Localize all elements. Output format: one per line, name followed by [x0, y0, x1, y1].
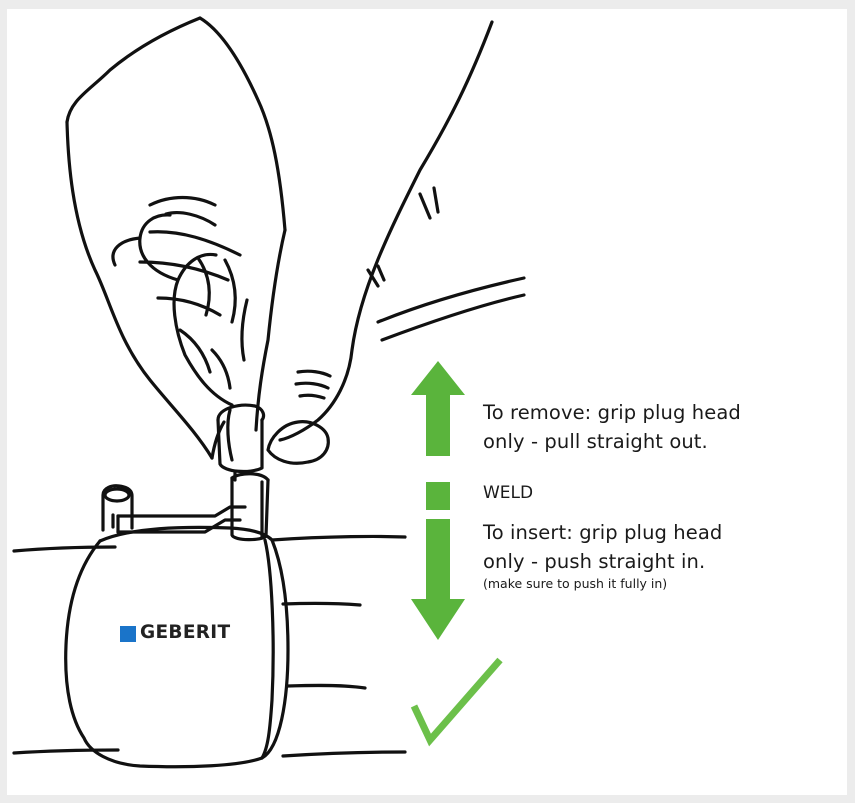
- insert-line-1: To insert: grip plug head: [483, 518, 813, 547]
- checkmark-icon: [414, 660, 500, 740]
- brand-logo: GEBERIT: [140, 622, 230, 643]
- cable: [378, 278, 524, 340]
- brand-name: GEBERIT: [140, 622, 230, 643]
- insert-instructions: To insert: grip plug head only - push st…: [483, 518, 813, 592]
- pipe-outline: [14, 536, 405, 756]
- insert-line-2: only - push straight in.: [483, 547, 813, 576]
- fitting-body: [66, 527, 288, 766]
- remove-instructions: To remove: grip plug head only - pull st…: [483, 398, 813, 456]
- geberit-logo-square: [120, 626, 136, 642]
- remove-line-2: only - pull straight out.: [483, 427, 813, 456]
- weld-label: WELD: [483, 481, 533, 505]
- double-headed-vertical-arrow: [411, 361, 465, 640]
- remove-line-1: To remove: grip plug head: [483, 398, 813, 427]
- insert-note: (make sure to push it fully in): [483, 576, 813, 592]
